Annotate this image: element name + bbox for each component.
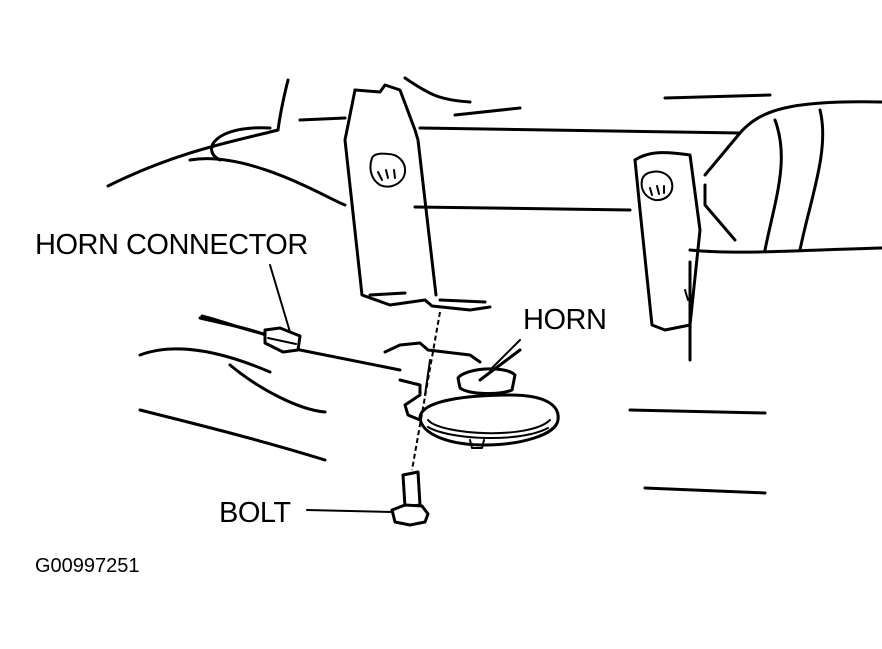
right-bracket	[633, 151, 702, 332]
bolt-assembly	[390, 311, 441, 527]
leader-lines	[269, 264, 521, 513]
horn-connector	[200, 314, 302, 354]
horn-connector-label: HORN CONNECTOR	[35, 229, 308, 261]
horn-assembly	[383, 341, 560, 449]
figure-id: G00997251	[35, 555, 140, 577]
bolt-label: BOLT	[219, 497, 291, 529]
horn-label: HORN	[523, 304, 607, 336]
lower-body-lines	[138, 316, 402, 462]
body-panel-lines	[106, 76, 882, 495]
horn-bracket	[343, 83, 492, 312]
